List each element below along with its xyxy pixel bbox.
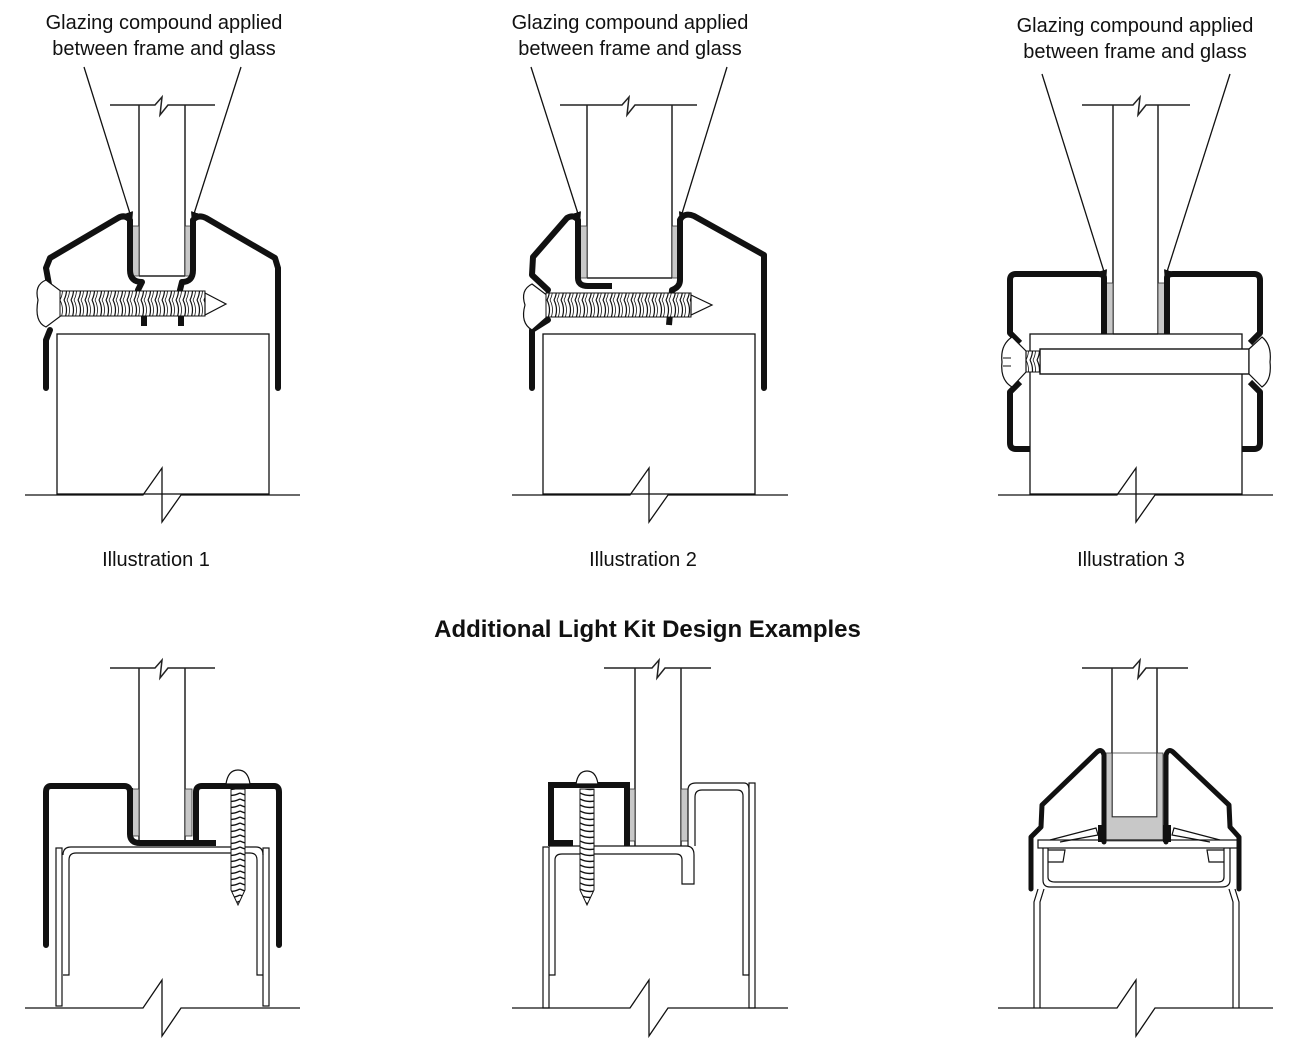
glazing-compound	[131, 225, 140, 277]
break-line	[512, 465, 788, 525]
illustration-2	[512, 66, 788, 525]
glazing-compound	[131, 788, 140, 837]
callout-3: Glazing compound applied between frame a…	[1005, 13, 1265, 65]
frame-profile	[43, 213, 133, 391]
steel-door-skin	[55, 846, 270, 1007]
bolt-icon	[1001, 336, 1271, 388]
callout-1: Glazing compound applied between frame a…	[34, 10, 294, 62]
screw-icon	[36, 279, 228, 328]
retainer-clip	[1033, 827, 1240, 1008]
glass-pane	[110, 94, 215, 277]
callout-arrow	[191, 66, 242, 221]
callout-2: Glazing compound applied between frame a…	[500, 10, 760, 62]
break-line	[25, 465, 300, 525]
frame-profile	[193, 783, 282, 948]
callout-arrow	[83, 66, 134, 221]
glazing-compound	[579, 225, 588, 279]
frame-profile	[1163, 748, 1242, 892]
callout-3-line2: between frame and glass	[1023, 41, 1247, 63]
frame-profile	[677, 211, 767, 391]
section-heading: Additional Light Kit Design Examples	[434, 616, 861, 643]
illustration-3	[998, 73, 1273, 525]
callout-1-line1: Glazing compound applied	[45, 12, 283, 34]
frame-profile	[177, 226, 196, 326]
glazing-compound	[680, 788, 689, 842]
illustration-1-label: Illustration 1	[102, 549, 210, 571]
frame-profile	[1028, 748, 1107, 892]
glazing-compound	[1105, 282, 1114, 335]
frame-profile	[1164, 271, 1263, 452]
frame-profile	[666, 226, 683, 326]
glass-pane	[110, 657, 215, 840]
illustration-2-label: Illustration 2	[589, 549, 697, 571]
callout-2-line2: between frame and glass	[518, 38, 742, 60]
frame-profile	[190, 213, 281, 391]
callout-3-line1: Glazing compound applied	[1016, 15, 1254, 37]
example-2	[512, 657, 788, 1039]
screw-icon	[225, 769, 251, 907]
glazing-compound	[1105, 752, 1164, 842]
example-3	[998, 657, 1273, 1039]
glass-pane	[1082, 94, 1190, 334]
callout-arrow	[530, 66, 581, 221]
steel-door-skin	[542, 845, 695, 1009]
door-stile	[56, 333, 270, 495]
frame-profile	[127, 788, 216, 846]
screw-icon	[522, 283, 714, 331]
break-line	[25, 977, 300, 1039]
frame-profile	[1007, 271, 1107, 452]
callout-arrow	[678, 66, 728, 221]
example-1	[25, 657, 300, 1039]
frame-profile	[43, 783, 133, 948]
callout-arrow	[1164, 73, 1231, 279]
illustration-1	[25, 66, 300, 525]
callout-arrow	[1041, 73, 1108, 279]
screw-icon	[575, 770, 599, 907]
callout-1-line2: between frame and glass	[52, 38, 276, 60]
frame-profile	[575, 226, 612, 289]
trim-channel	[687, 782, 756, 1009]
break-line	[512, 977, 788, 1039]
illustration-3-label: Illustration 3	[1077, 549, 1185, 571]
frame-profile	[548, 782, 630, 846]
break-line	[998, 465, 1273, 525]
glazing-compound	[1157, 282, 1166, 335]
callout-2-line1: Glazing compound applied	[511, 12, 749, 34]
glazing-compound	[184, 788, 193, 837]
glass-pane	[1082, 657, 1188, 818]
frame-profile	[127, 226, 147, 326]
break-line	[998, 977, 1273, 1039]
